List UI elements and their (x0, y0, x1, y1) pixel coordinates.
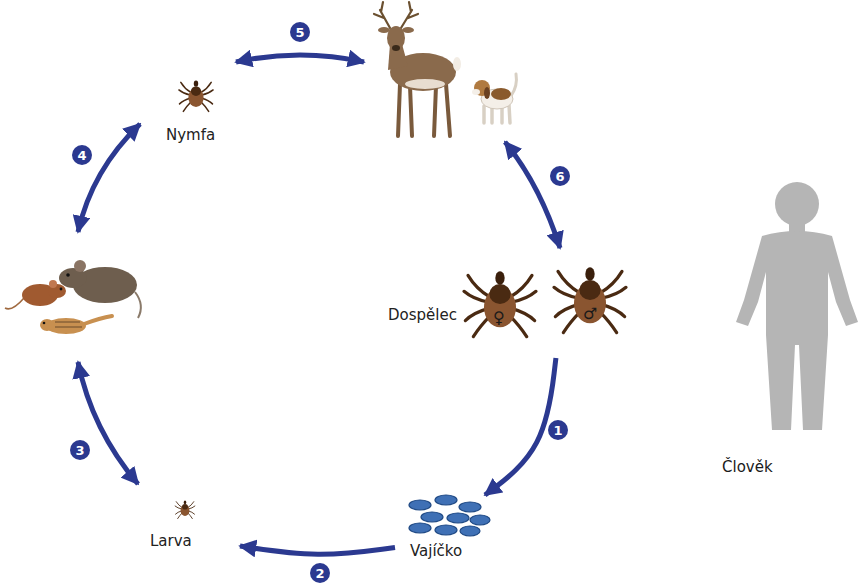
stage-label: Nymfa (166, 126, 215, 144)
male-tick (554, 267, 626, 332)
figure-label: ♂ (583, 304, 597, 323)
stage-label: Vajíčko (410, 542, 462, 560)
label-holder: ♂ (583, 304, 597, 323)
stage-label: Larva (150, 532, 192, 550)
female-tick (464, 271, 536, 336)
callout-number: 1 (553, 424, 562, 437)
larva-tick (175, 501, 195, 519)
deer (374, 2, 461, 136)
double-arrow (505, 142, 560, 248)
callout-badge: 2 (310, 563, 330, 583)
nymph-tick (179, 80, 213, 111)
dog (472, 74, 516, 123)
callout-badge: 4 (72, 145, 92, 165)
figure-label: Člověk (722, 458, 773, 476)
callout-badge: 6 (550, 166, 570, 186)
host-arrows (78, 55, 560, 484)
callout-badge: 3 (70, 440, 90, 460)
label-holder: ♀ (493, 308, 505, 327)
callout-number: 4 (77, 149, 86, 162)
callout-badge: 1 (548, 420, 568, 440)
stage-figure: Nymfa (158, 72, 230, 148)
callout-number: 3 (75, 444, 84, 457)
arrow-connector (485, 358, 556, 495)
callout-number: 6 (555, 170, 564, 183)
double-arrow (236, 55, 364, 62)
rodents (5, 260, 141, 334)
double-arrow (78, 124, 140, 232)
figure-label: ♀ (493, 308, 505, 327)
human-silhouette (736, 182, 858, 430)
stage-figure: Vajíčko (395, 495, 495, 565)
callout-badge: 5 (290, 22, 310, 42)
callout-number: 5 (295, 26, 304, 39)
stage-label: Dospělec (388, 306, 457, 324)
stage-figure: Larva (145, 495, 240, 555)
label-holder: Člověk (722, 458, 773, 476)
arrow-connector (240, 546, 395, 554)
double-arrow (78, 362, 138, 484)
callout-number: 2 (315, 567, 324, 580)
stage-figure: Dospělec (383, 262, 645, 358)
egg-cluster (409, 495, 490, 536)
